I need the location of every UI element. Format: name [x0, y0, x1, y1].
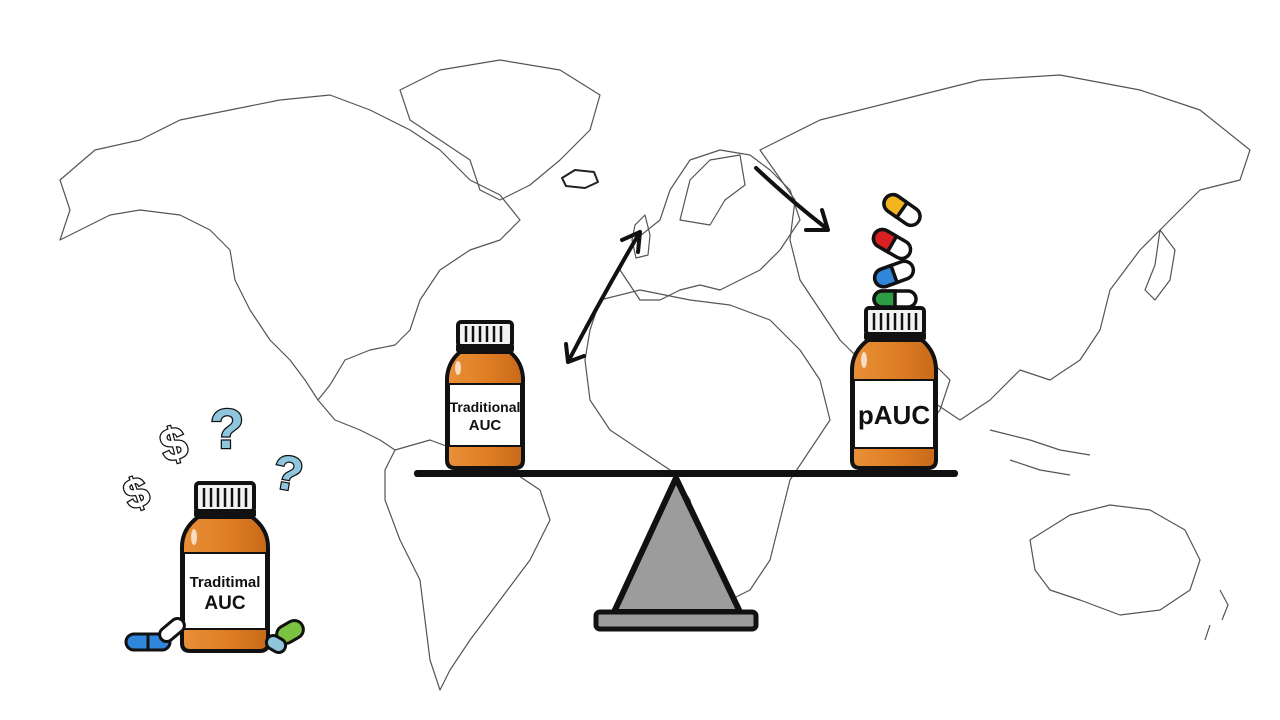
curved-arrow [754, 166, 828, 230]
pill-yellow [882, 192, 922, 228]
scale-beam [414, 470, 958, 477]
pill-red [871, 227, 913, 261]
bottle-traditional-auc-left: Traditimal AUC [180, 481, 270, 653]
question-icon: ? [210, 397, 244, 460]
bottle-label-line2: AUC [469, 417, 502, 434]
bottle-label-line1: Traditimal [190, 574, 261, 591]
pill-blue [872, 259, 916, 289]
uk-outline [631, 214, 651, 259]
world-map [59, 59, 1251, 691]
asia-outline [759, 74, 1251, 421]
north-america-outline [59, 94, 521, 401]
greenland-outline [399, 59, 601, 201]
indonesia-outline [989, 429, 1091, 476]
scattered-pills [124, 617, 305, 654]
question-icon: ? [269, 446, 307, 503]
arrowhead-down-icon [564, 342, 586, 364]
australia-outline [1029, 504, 1201, 616]
arrows [564, 166, 830, 364]
new-zealand-outline [1204, 589, 1229, 641]
scale-base [593, 609, 759, 632]
africa-outline [584, 289, 831, 601]
arrowhead-right-icon [804, 208, 830, 232]
pill-white-left [158, 617, 186, 643]
japan-outline [1144, 229, 1176, 301]
bottle-label [183, 552, 267, 630]
europe-outline [619, 149, 801, 301]
bottle-traditional-auc-scale: Traditional AUC [445, 320, 525, 470]
bottle-label-line1: Traditional [450, 399, 521, 415]
iceland-outline [561, 169, 599, 189]
bottle-label-line1: pAUC [858, 400, 930, 430]
pills-stack [871, 192, 922, 309]
arrowhead-up-icon [620, 230, 642, 254]
scandinavia-outline [679, 154, 746, 226]
central-america-outline [317, 399, 396, 451]
dollar-icon: $ [117, 467, 155, 519]
scale-fulcrum [611, 475, 743, 615]
balance-scale [414, 470, 958, 632]
pill-lightblue-right [264, 634, 288, 654]
dollar-icon: $ [154, 415, 192, 472]
pill-green [872, 289, 918, 309]
bottle-label-line2: AUC [204, 593, 245, 614]
double-arrow [566, 230, 642, 364]
bottle-label [448, 383, 522, 447]
bottle-pauc-scale: pAUC [850, 306, 938, 470]
south-america-outline [384, 439, 551, 691]
bottle-label [853, 379, 935, 449]
